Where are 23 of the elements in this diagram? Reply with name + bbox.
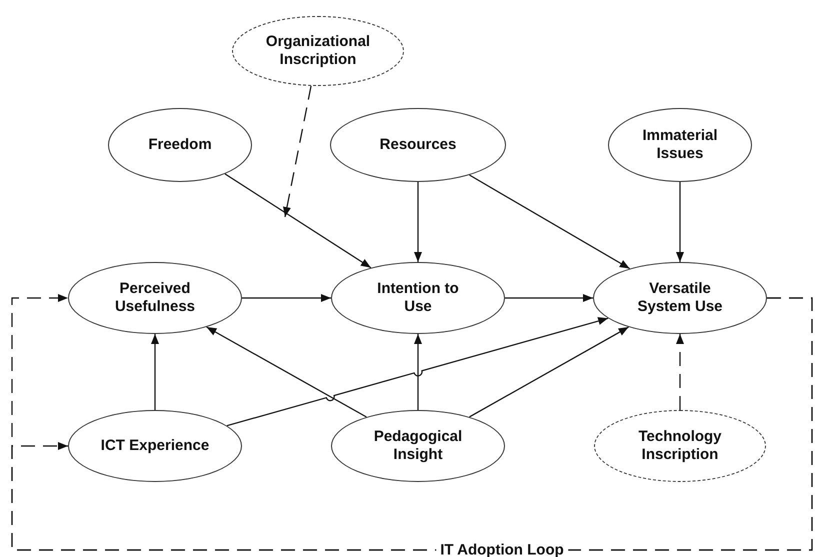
ellipse-node: Versatile System Use	[593, 262, 767, 334]
arrow	[676, 182, 684, 262]
ellipse-node: Immaterial Issues	[608, 108, 752, 182]
ellipse-node: Organizational Inscription	[232, 16, 404, 86]
ellipse-node: Perceived Usefulness	[68, 262, 242, 334]
ellipse-node: ICT Experience	[68, 410, 242, 482]
ellipse-node: Freedom	[108, 108, 252, 182]
arrow	[151, 334, 159, 410]
ellipse-node: Intention to Use	[331, 262, 505, 334]
arrow	[242, 294, 331, 302]
ellipse-node: Technology Inscription	[594, 410, 766, 482]
arrow	[414, 182, 422, 262]
ellipse-node: Pedagogical Insight	[331, 410, 505, 482]
arrow	[469, 174, 630, 270]
arrow	[505, 294, 593, 302]
dashed-arrow	[283, 86, 312, 218]
arrow	[469, 326, 629, 418]
ellipse-node: Resources	[330, 108, 506, 182]
arrow	[226, 317, 608, 426]
arrow	[224, 173, 372, 268]
dashed-arrow	[676, 334, 684, 410]
arrow	[206, 326, 367, 418]
arrow	[414, 334, 422, 410]
